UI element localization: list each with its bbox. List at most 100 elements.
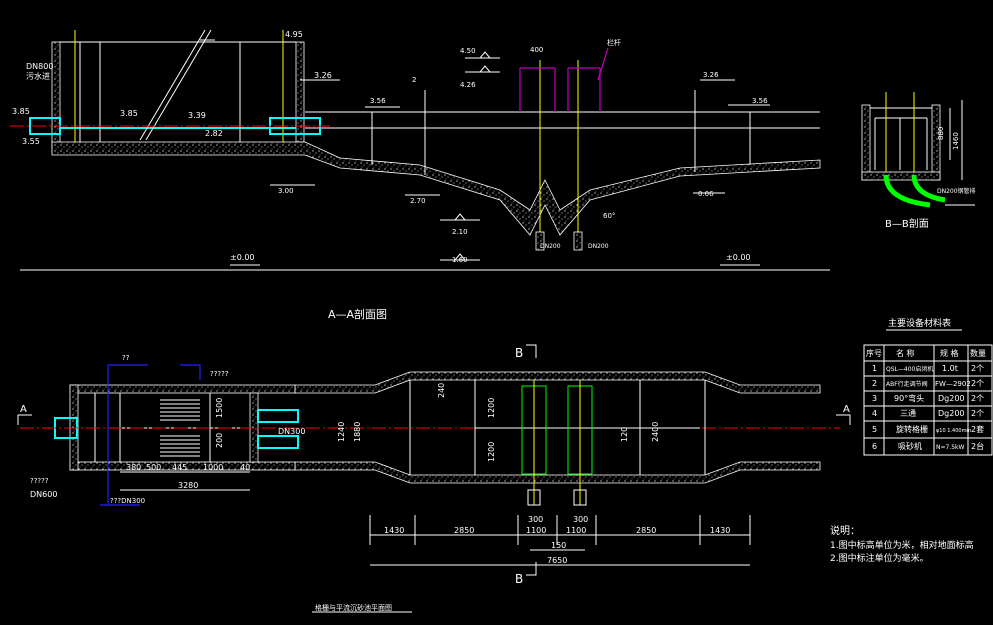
inlet-desc: 污水进 [26,71,50,81]
dim-120: 120 [620,427,629,442]
dim-150: 150 [551,541,566,550]
dim-300-a: 300 [528,515,543,524]
section-mark-a-right: A [843,404,850,415]
dim-1500: 1500 [215,398,224,418]
row5-index: 5 [872,425,877,434]
row3-index: 3 [872,394,877,403]
row2-index: 2 [872,379,877,388]
bb-dim-1460: 1460 [952,132,960,150]
dn300-label: DN300 [278,427,305,436]
chamber-wall-left [51,41,61,153]
ground-elev-b: ±0.00 [726,253,751,262]
dim-left-4: 1000 [203,463,223,472]
section-aa: DN800 污水进 3.85 3.55 3.85 3.39 2.82 4.95 … [10,29,830,321]
dim-1200-a: 1200 [487,398,496,418]
elev-385-left: 3.85 [12,107,30,116]
channel-floor [51,141,821,236]
th-name: 名 称 [896,348,915,358]
dim-left-3: 445 [172,463,187,472]
dim-2400: 2400 [651,422,660,442]
notes: 说明： 1.图中标高单位为米，相对地面标高 2.图中标注单位为毫米。 [830,524,974,564]
elev-450: 4.50 [460,47,476,55]
elev-426: 4.26 [460,81,476,89]
bottom-dim-2: 2850 [454,526,474,535]
row6-spec: N=7.5kW [936,444,965,451]
section-bb: DN200钢管排 880 1460 B—B剖面 [861,92,976,230]
row4-index: 4 [872,409,877,418]
qmarks-b: ????? [30,477,49,485]
elev-356-a: 3.56 [370,97,386,105]
grating-bars [160,399,200,457]
section-mark-b-top: B [515,346,523,360]
section-aa-title: A—A剖面图 [328,307,387,321]
elev-339: 3.39 [188,111,206,120]
dim-240: 240 [437,383,446,398]
equipment-table: 主要设备材料表 序号 名 称 规 格 数量 1 QSL—400启闭机 1.0t … [863,317,993,456]
elev-355: 3.55 [22,137,40,146]
dn600-label: DN600 [30,490,57,499]
elev-210: 2.10 [452,228,468,236]
row6-index: 6 [872,442,877,451]
dim-200: 200 [215,433,224,448]
tag-2: 2 [412,76,416,84]
th-index: 序号 [866,348,882,358]
chamber-wall-right [295,41,305,143]
elev-300: 3.00 [278,187,294,195]
row3-qty: 2个 [971,394,984,403]
qq-label: ?? [122,354,130,362]
dn200-b: DN200 [588,243,609,250]
row5-name: 旋转格栅 [896,424,928,434]
elev-385-mid: 3.85 [120,109,138,118]
bottom-dim-5: 2850 [636,526,656,535]
elev-326: 3.26 [314,71,332,80]
row2-spec: FW—2902 [935,380,971,388]
bottom-dim-6: 1430 [710,526,730,535]
notes-heading: 说明： [830,524,860,537]
dim-3280: 3280 [178,481,198,490]
th-spec: 规 格 [940,348,959,358]
bb-pipe-note: DN200钢管排 [937,187,976,195]
elev-495: 4.95 [285,30,303,39]
row1-qty: 2个 [971,364,984,373]
row1-spec: 1.0t [942,364,958,373]
row4-qty: 2个 [971,409,984,418]
dim-left-1: 380 [126,463,141,472]
ground-elev-a: ±0.00 [230,253,255,262]
row3-name: 90°弯头 [894,393,924,403]
row3-spec: Dg200 [938,394,965,403]
row1-index: 1 [872,364,877,373]
row2-qty: 2个 [971,379,984,388]
row1-name: QSL—400启闭机 [886,365,933,373]
dim-300-b: 300 [573,515,588,524]
angle-label: 60° [603,212,615,220]
plan-view: A A B B ?? ????? ????? DN600 DN300 ???DN… [17,344,851,613]
dim-400: 400 [530,46,543,54]
dim-left-5: 40 [240,463,250,472]
section-bb-title: B—B剖面 [885,217,929,230]
row6-qty: 2台 [971,441,984,451]
dim-1200-b: 1200 [487,442,496,462]
table-title: 主要设备材料表 [888,317,951,329]
row4-spec: Dg200 [938,409,965,418]
elev-160: 1.60 [452,256,468,264]
row6-name: 吸砂机 [898,441,922,451]
dim-7650: 7650 [547,556,567,565]
dn200-a: DN200 [540,243,561,250]
bottom-dim-4: 1100 [566,526,586,535]
inlet-pipe-label: DN800 [26,62,53,71]
row2-name: ABF行走调节阀 [886,380,928,388]
elev-270: 2.70 [410,197,426,205]
section-mark-b-bottom: B [515,572,523,586]
section-mark-a-left: A [20,404,27,415]
dim-1240: 1240 [337,422,346,442]
row5-qty: 2套 [971,424,984,434]
railing-label: 栏杆 [607,38,621,47]
railing-b [567,67,601,112]
bb-dim-880: 880 [937,127,945,140]
dn300-label-b: ???DN300 [110,497,145,505]
note-line-1: 1.图中标高单位为米，相对地面标高 [830,539,974,551]
plan-title: 格栅与平流沉砂池平面图 [315,603,392,612]
elev-282: 2.82 [205,129,223,138]
qmarks-a: ????? [210,370,229,378]
